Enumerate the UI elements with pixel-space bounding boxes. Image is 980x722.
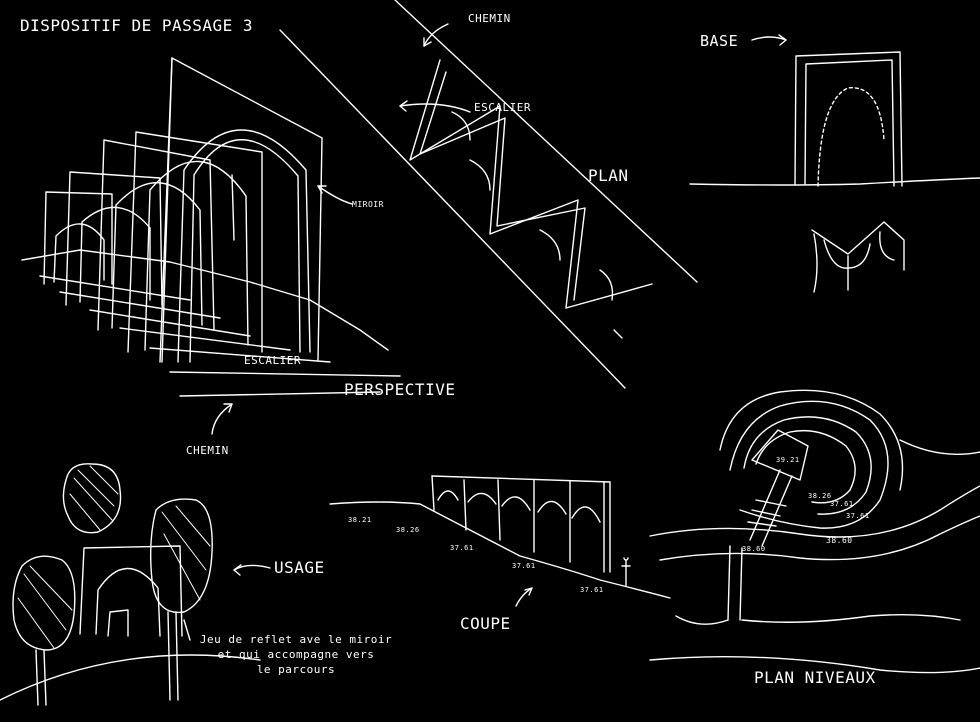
coupe-level: 37.61: [580, 586, 604, 594]
plan-niveaux-label: PLAN NIVEAUX: [754, 668, 876, 687]
usage-drawing: [0, 463, 271, 706]
coupe-level: 38.21: [348, 516, 372, 524]
usage-note-line: et qui accompagne vers: [217, 648, 375, 661]
plan-niveaux-level: 38.60: [742, 545, 766, 553]
coupe-level: 37.61: [512, 562, 536, 570]
base-drawing: [689, 34, 980, 293]
plan-drawing: [279, 0, 698, 389]
perspective-label: PERSPECTIVE: [344, 380, 456, 399]
miroir-label: MIROIR: [352, 200, 384, 209]
usage-label: USAGE: [274, 558, 325, 577]
base-label: BASE: [700, 32, 739, 50]
plan-niveaux-level: 37.61: [830, 500, 854, 508]
coupe-drawing: [329, 475, 671, 607]
perspective-arches-drawing: [21, 57, 401, 435]
perspective-chemin-label: CHEMIN: [186, 444, 229, 457]
coupe-level: 38.26: [396, 526, 420, 534]
plan-niveaux-drawing: [649, 389, 980, 674]
coupe-label: COUPE: [460, 614, 511, 633]
plan-chemin-label: CHEMIN: [468, 12, 511, 25]
plan-niveaux-level: 38.60: [826, 536, 853, 545]
usage-note-line: le parcours: [256, 663, 336, 676]
page-title: DISPOSITIF DE PASSAGE 3: [20, 16, 254, 35]
plan-label: PLAN: [588, 166, 629, 185]
usage-note-line: Jeu de reflet ave le miroir: [199, 633, 393, 646]
usage-note: Jeu de reflet ave le miroir et qui accom…: [196, 632, 396, 677]
plan-niveaux-level: 38.26: [808, 492, 832, 500]
plan-niveaux-level: 39.21: [776, 456, 800, 464]
plan-escalier-label: ESCALIER: [474, 101, 531, 114]
plan-niveaux-level: 37.61: [846, 512, 870, 520]
coupe-level: 37.61: [450, 544, 474, 552]
perspective-escalier-label: ESCALIER: [244, 354, 301, 367]
